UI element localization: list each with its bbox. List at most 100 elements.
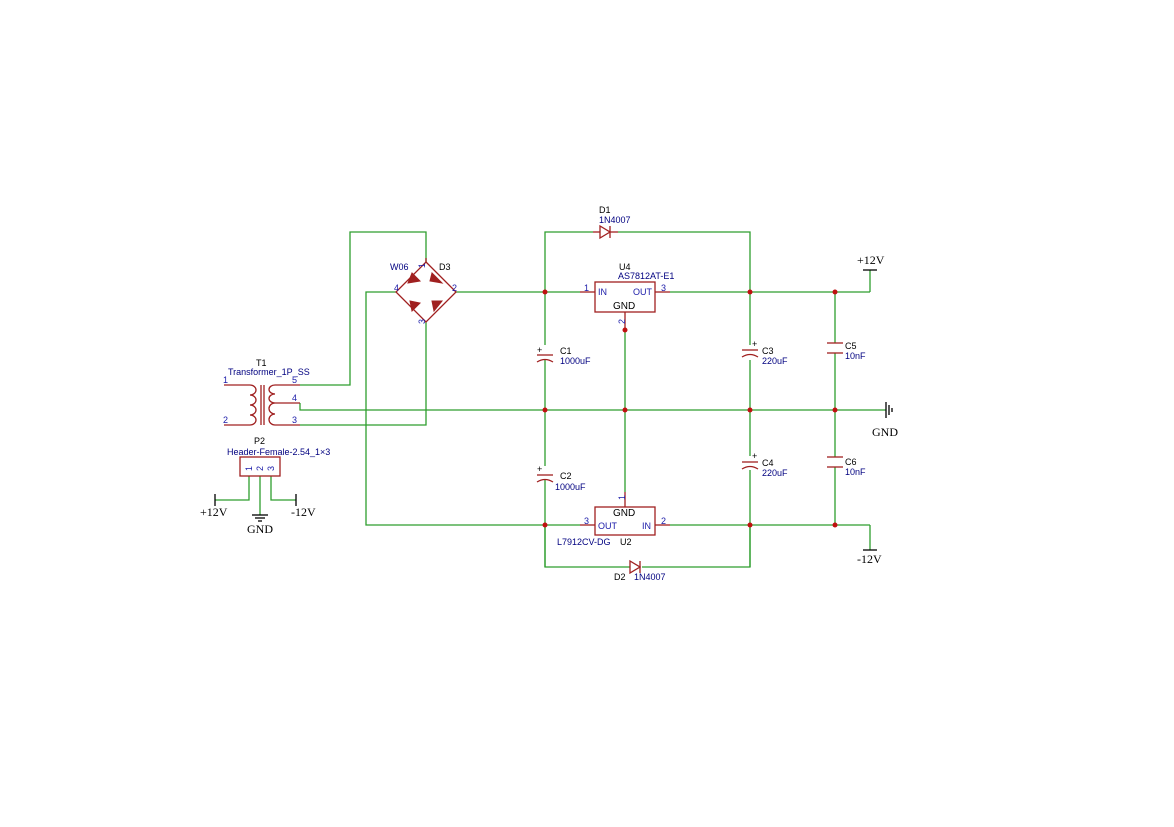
u2-value: L7912CV-DG bbox=[557, 537, 611, 547]
u2-pin-2: 2 bbox=[661, 516, 666, 526]
wire-d2-left bbox=[544, 525, 630, 568]
u2-pin-gnd-name: GND bbox=[613, 508, 635, 519]
u2-pin-out-name: OUT bbox=[598, 521, 618, 531]
neg-right-label: -12V bbox=[857, 552, 882, 566]
junction bbox=[747, 522, 753, 528]
transformer-primary-coil bbox=[249, 384, 257, 426]
u4-pin-out-name: OUT bbox=[633, 287, 653, 297]
c1-value: 1000uF bbox=[560, 356, 591, 366]
c1-ref: C1 bbox=[560, 346, 572, 356]
neg-left-label: -12V bbox=[291, 505, 316, 519]
c3-polarity: + bbox=[752, 339, 757, 349]
power-pos-right: +12V bbox=[857, 253, 885, 271]
u4-value: AS7812AT-E1 bbox=[618, 271, 674, 281]
wire-d1-left bbox=[544, 231, 593, 292]
junction bbox=[747, 407, 753, 413]
gnd-right-label: GND bbox=[872, 425, 898, 439]
bridge-rectifier-d3[interactable]: W06 D3 1 2 3 4 bbox=[390, 258, 457, 324]
wire-d1-right bbox=[618, 231, 751, 292]
wire-p2-pin3 bbox=[270, 476, 296, 501]
p2-pin-3: 3 bbox=[266, 466, 276, 471]
pos-right-label: +12V bbox=[857, 253, 885, 267]
gnd-left-label: GND bbox=[247, 522, 273, 536]
u4-pin-3: 3 bbox=[661, 283, 666, 293]
junction bbox=[622, 327, 628, 333]
header-p2[interactable]: P2 Header-Female-2.54_1×3 1 2 3 bbox=[227, 436, 330, 477]
c3-ref: C3 bbox=[762, 346, 774, 356]
t1-value: Transformer_1P_SS bbox=[228, 367, 310, 377]
transformer-secondary-coil bbox=[268, 384, 276, 426]
regulator-u2[interactable]: GND OUT IN 3 2 1 L7912CV-DG U2 bbox=[557, 492, 670, 547]
c4-value: 220uF bbox=[762, 468, 788, 478]
capacitor-c4[interactable]: + C4 220uF bbox=[741, 451, 788, 478]
u2-pin-1: 1 bbox=[617, 495, 627, 500]
diode-d2[interactable]: D2 1N4007 bbox=[614, 559, 666, 582]
t1-pin-1: 1 bbox=[223, 375, 228, 385]
junctions bbox=[542, 289, 838, 528]
d3-pin-3: 3 bbox=[417, 319, 427, 324]
junction bbox=[747, 289, 753, 295]
power-neg-left: -12V bbox=[291, 494, 316, 519]
power-gnd-left: GND bbox=[247, 514, 273, 536]
power-pos-left: +12V bbox=[200, 494, 228, 519]
c1-polarity: + bbox=[537, 345, 542, 355]
t1-pin-2: 2 bbox=[223, 415, 228, 425]
capacitor-c5[interactable]: C5 10nF bbox=[827, 341, 866, 361]
wire-p2-pin1 bbox=[215, 476, 250, 501]
c6-ref: C6 bbox=[845, 457, 857, 467]
c2-value: 1000uF bbox=[555, 482, 586, 492]
wire-t1-pin5-to-bridge bbox=[300, 231, 427, 386]
junction bbox=[832, 289, 838, 295]
d2-value: 1N4007 bbox=[634, 572, 666, 582]
c4-ref: C4 bbox=[762, 458, 774, 468]
c4-polarity: + bbox=[752, 451, 757, 461]
capacitor-c1[interactable]: + C1 1000uF bbox=[536, 345, 591, 366]
capacitor-c6[interactable]: C6 10nF bbox=[827, 456, 866, 477]
pos-left-label: +12V bbox=[200, 505, 228, 519]
power-gnd-right: GND bbox=[872, 402, 898, 439]
junction bbox=[832, 407, 838, 413]
d1-ref: D1 bbox=[599, 205, 611, 215]
u2-pin-in-name: IN bbox=[642, 521, 651, 531]
d3-ref: D3 bbox=[439, 262, 451, 272]
wire-bridge-negative bbox=[365, 291, 580, 526]
p2-pin-2: 2 bbox=[255, 466, 265, 471]
u4-pin-in-name: IN bbox=[598, 287, 607, 297]
c3-value: 220uF bbox=[762, 356, 788, 366]
t1-pin-3: 3 bbox=[292, 415, 297, 425]
d2-ref: D2 bbox=[614, 572, 626, 582]
d3-value: W06 bbox=[390, 262, 409, 272]
u4-pin-gnd-name: GND bbox=[613, 301, 635, 312]
c5-value: 10nF bbox=[845, 351, 866, 361]
c5-ref: C5 bbox=[845, 341, 857, 351]
c6-value: 10nF bbox=[845, 467, 866, 477]
d3-pin-4: 4 bbox=[394, 283, 399, 293]
c2-ref: C2 bbox=[560, 471, 572, 481]
transformer-t1[interactable]: T1 Transformer_1P_SS 1 2 5 4 3 bbox=[223, 358, 310, 426]
p2-ref: P2 bbox=[254, 436, 265, 446]
t1-ref: T1 bbox=[256, 358, 267, 368]
junction bbox=[542, 522, 548, 528]
d3-pin-2: 2 bbox=[452, 283, 457, 293]
u4-pin-1: 1 bbox=[584, 283, 589, 293]
power-neg-right: -12V bbox=[857, 549, 882, 566]
t1-pin-5: 5 bbox=[292, 375, 297, 385]
regulator-u4[interactable]: U4 AS7812AT-E1 IN OUT GND 1 3 2 bbox=[580, 262, 674, 328]
p2-pin-1: 1 bbox=[244, 466, 254, 471]
u4-pin-2: 2 bbox=[617, 319, 627, 324]
u2-pin-3: 3 bbox=[584, 516, 589, 526]
c2-polarity: + bbox=[537, 464, 542, 474]
junction bbox=[832, 522, 838, 528]
diode-d1[interactable]: D1 1N4007 bbox=[593, 205, 631, 240]
p2-value: Header-Female-2.54_1×3 bbox=[227, 447, 330, 457]
u4-ref: U4 bbox=[619, 262, 631, 272]
u2-ref: U2 bbox=[620, 537, 632, 547]
junction bbox=[542, 407, 548, 413]
wire-d2-right bbox=[642, 525, 751, 568]
junction bbox=[542, 289, 548, 295]
capacitor-c2[interactable]: + C2 1000uF bbox=[536, 464, 586, 492]
capacitor-c3[interactable]: + C3 220uF bbox=[741, 339, 788, 366]
d3-pin-1: 1 bbox=[417, 263, 427, 268]
d1-value: 1N4007 bbox=[599, 215, 631, 225]
